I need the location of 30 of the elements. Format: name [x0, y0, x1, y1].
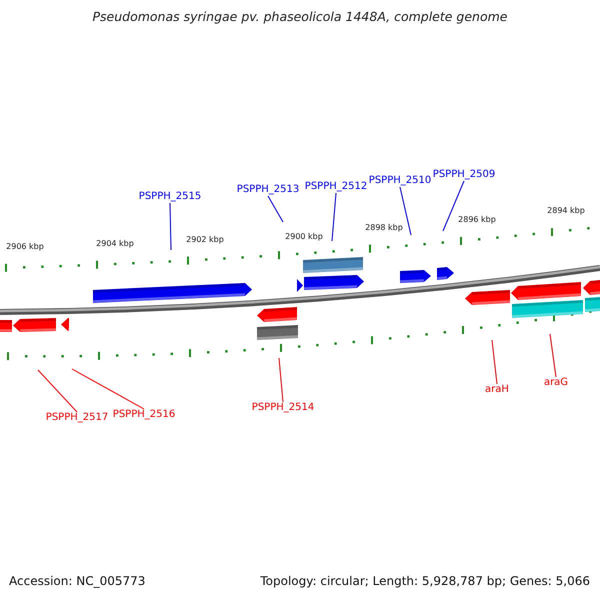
genome-info-text: Topology: circular; Length: 5,928,787 bp; Genes: 5,066 — [260, 575, 590, 587]
gene-label: PSPPH_2513 — [236, 185, 300, 195]
leader-line — [400, 186, 412, 236]
scale-label: 2904 kbp — [96, 240, 134, 248]
scale-label: 2894 kbp — [547, 207, 585, 215]
leader-line — [332, 192, 336, 242]
accession-text: Accession: NC_005773 — [9, 575, 146, 587]
gene-label: PSPPH_2509 — [432, 170, 496, 180]
scale-label: 2896 kbp — [458, 216, 496, 224]
gene-label: PSPPH_2510 — [368, 176, 432, 186]
leader-line — [38, 370, 78, 412]
scale-label: 2906 kbp — [6, 243, 44, 251]
leader-line — [492, 340, 498, 384]
gene-label: araH — [485, 385, 509, 395]
leader-line — [442, 180, 464, 232]
gene-label: PSPPH_2514 — [252, 403, 314, 413]
leader-line — [550, 334, 556, 378]
gene-label: araG — [544, 378, 568, 388]
leader-line — [72, 368, 144, 410]
gene-label: PSPPH_2515 — [138, 192, 202, 202]
leader-line — [170, 202, 172, 250]
gene-label: PSPPH_2512 — [304, 182, 368, 192]
gene-label: PSPPH_2516 — [112, 410, 176, 420]
scale-label: 2902 kbp — [186, 236, 224, 244]
leader-line — [268, 196, 284, 222]
diagram-title: Pseudomonas syringae pv. phaseolicola 1448A, complete genome — [91, 11, 508, 24]
gene-label: PSPPH_2517 — [46, 413, 108, 423]
scale-label: 2898 kbp — [365, 224, 403, 232]
scale-label: 2900 kbp — [285, 233, 323, 241]
leader-line — [278, 358, 284, 402]
